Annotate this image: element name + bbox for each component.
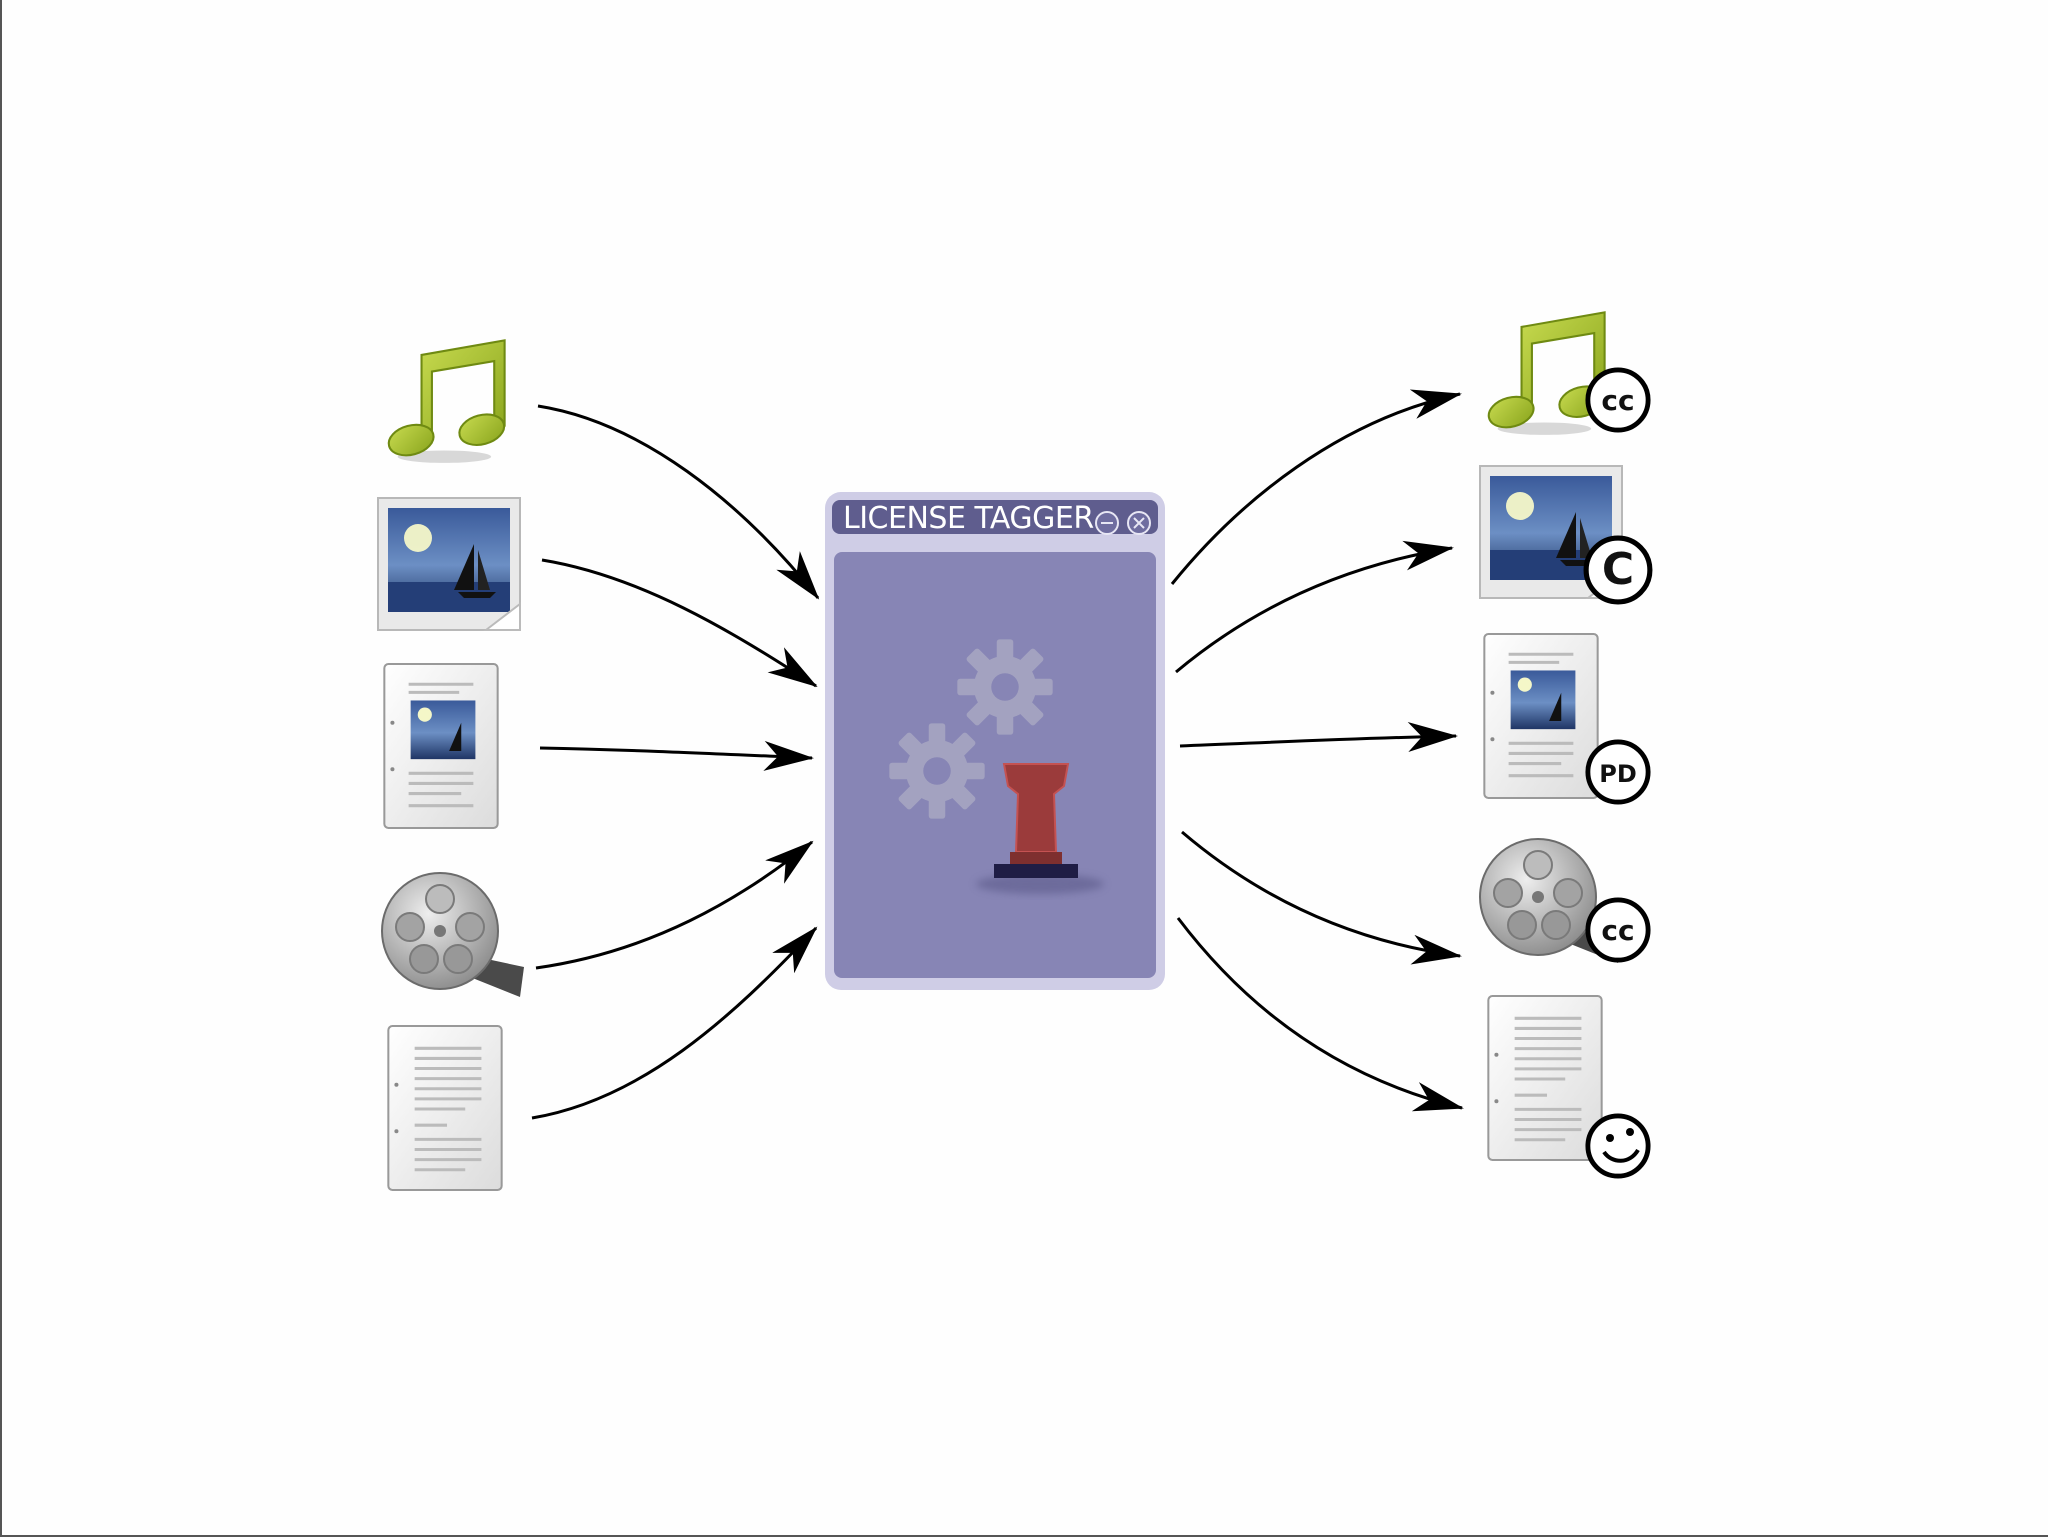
output-reel-cc: cc bbox=[1480, 839, 1648, 963]
output-image-copyright: C bbox=[1480, 466, 1650, 602]
input-items bbox=[378, 340, 524, 1190]
badge-label: PD bbox=[1599, 760, 1637, 788]
text-document-icon bbox=[388, 1026, 501, 1190]
output-music-cc: cc bbox=[1485, 312, 1648, 435]
badge-label: cc bbox=[1601, 384, 1634, 417]
public-domain-badge-icon: PD bbox=[1588, 742, 1648, 802]
badge-label: C bbox=[1602, 544, 1634, 595]
smiley-badge-icon bbox=[1588, 1116, 1648, 1176]
window-title: LICENSE TAGGER bbox=[843, 501, 1094, 536]
input-music-file bbox=[385, 340, 507, 463]
window-body bbox=[834, 552, 1156, 978]
input-text-document bbox=[388, 1026, 501, 1190]
music-file-icon bbox=[1485, 312, 1607, 435]
minimize-icon[interactable] bbox=[1096, 512, 1118, 534]
close-icon[interactable] bbox=[1128, 512, 1150, 534]
license-tagger-window: LICENSE TAGGER bbox=[825, 492, 1165, 990]
music-file-icon bbox=[385, 340, 507, 463]
input-video-reel bbox=[382, 873, 524, 997]
output-doc-smiley bbox=[1488, 996, 1648, 1176]
arrow-image-to-tagger bbox=[542, 560, 816, 686]
arrow-doc-to-tagger bbox=[532, 928, 816, 1118]
cc-badge-icon: cc bbox=[1588, 900, 1648, 960]
document-with-image-icon bbox=[384, 664, 497, 828]
arrow-tagger-to-image bbox=[1176, 548, 1452, 672]
outgoing-arrows bbox=[1172, 394, 1462, 1108]
arrow-docimg-to-tagger bbox=[540, 748, 812, 758]
input-image-file bbox=[378, 498, 520, 630]
incoming-arrows bbox=[532, 406, 818, 1118]
arrow-tagger-to-docimg bbox=[1180, 736, 1456, 746]
arrow-tagger-to-doc bbox=[1178, 918, 1462, 1108]
document-with-image-icon bbox=[1484, 634, 1597, 798]
input-document-with-image bbox=[384, 664, 497, 828]
output-docimg-pd: PD bbox=[1484, 634, 1648, 802]
arrow-tagger-to-reel bbox=[1182, 832, 1460, 956]
output-items: cc C PD cc bbox=[1480, 312, 1650, 1176]
arrow-reel-to-tagger bbox=[536, 842, 812, 968]
video-reel-icon bbox=[382, 873, 524, 997]
copyright-badge-icon: C bbox=[1586, 538, 1650, 602]
image-file-icon bbox=[378, 498, 520, 630]
text-document-icon bbox=[1488, 996, 1601, 1160]
cc-badge-icon: cc bbox=[1588, 370, 1648, 430]
badge-label: cc bbox=[1601, 914, 1634, 947]
